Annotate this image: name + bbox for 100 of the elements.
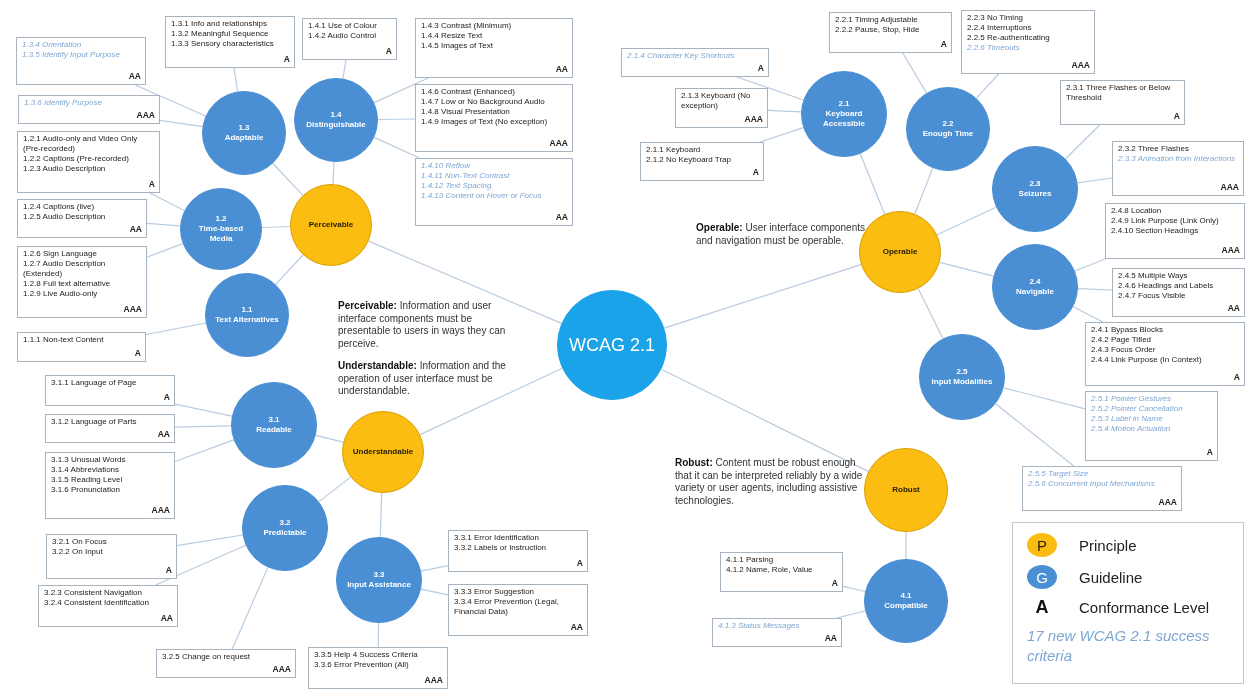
connector-line (902, 52, 928, 94)
conformance-level: AAA (1071, 59, 1090, 71)
guideline-name: Predictable (263, 528, 307, 538)
criterion-text: 2.5.5 Target Size (1028, 469, 1090, 479)
connector-line (342, 59, 347, 80)
criterion-text: 2.3.3 Animation from Interactions (1118, 154, 1237, 164)
criterion-text: 2.2.2 Pause, Stop, Hide (835, 25, 921, 35)
legend-swatch: G (1027, 565, 1057, 589)
conformance-level: A (283, 53, 290, 65)
criterion-text: 3.3.1 Error Identification (454, 533, 540, 543)
criterion-text: 4.1.1 Parsing (726, 555, 775, 565)
connector-line (1077, 288, 1113, 291)
connector-line (1074, 258, 1106, 272)
conformance-level: AA (128, 70, 141, 82)
guideline-number: 1.3 (238, 123, 250, 133)
connector-line (914, 167, 934, 215)
connector-line (663, 264, 862, 329)
guideline-name: Input Assistance (347, 580, 411, 590)
criterion-text: 2.5.2 Pointer Cancellation (1091, 404, 1184, 414)
criterion-text: 1.2.8 Full text alternative (23, 279, 112, 289)
criteria-card (38, 585, 178, 627)
connector-line (318, 476, 352, 503)
guideline-number: 3.1 (268, 415, 280, 425)
guideline-number: 2.5 (956, 367, 968, 377)
criteria-card (1105, 203, 1245, 259)
criterion-text: 1.4.3 Contrast (Minimum) (421, 21, 513, 31)
criterion-text: 3.3.4 Error Prevention (Legal, Financial Data) (454, 597, 560, 617)
guideline-name: Enough Time (922, 129, 974, 139)
conformance-level: AAA (272, 663, 291, 675)
criteria-card (621, 48, 769, 77)
connector-line (272, 162, 304, 196)
criterion-text: 1.4.8 Visual Presentation (421, 107, 511, 117)
connector-line (134, 84, 207, 117)
principle-description: Understandable: Information and the operation of user interface must be understandable. (338, 360, 507, 398)
criterion-text: 3.3.3 Error Suggestion (454, 587, 536, 597)
criteria-card (1022, 466, 1182, 511)
connector-line (1065, 124, 1101, 160)
criterion-text: 1.4.10 Reflow (421, 161, 472, 171)
conformance-level: A (757, 62, 764, 74)
criterion-text: 3.2.4 Consistent Identification (44, 598, 150, 608)
conformance-level: A (1173, 110, 1180, 122)
criterion-text: 2.1.2 No Keyboard Trap (646, 155, 732, 165)
criterion-text: 1.4.12 Text Spacing (421, 181, 493, 191)
conformance-level: AA (555, 211, 568, 223)
criterion-text: 3.1.3 Unusual Words (51, 455, 127, 465)
criterion-text: 3.2.1 On Focus (52, 537, 108, 547)
principle-label: Robust (892, 485, 920, 495)
connector-line (174, 425, 232, 428)
connector-line (159, 119, 204, 128)
criterion-text: 1.2.5 Audio Description (23, 212, 107, 222)
conformance-level: AAA (1221, 244, 1240, 256)
criterion-text: 1.2.9 Live Audio-only (23, 289, 99, 299)
criteria-card (17, 332, 146, 362)
criterion-text: 4.1.3 Status Messages (718, 621, 801, 631)
criterion-text: 1.2.7 Audio Description (Extended) (23, 259, 107, 279)
criterion-text: 3.2.2 On Input (52, 547, 104, 557)
conformance-level: A (940, 38, 947, 50)
criteria-card (17, 199, 147, 238)
legend-text: Conformance Level (1079, 599, 1210, 616)
criteria-card (156, 649, 296, 678)
criterion-text: 1.2.1 Audio-only and Video Only (Pre-recorded) (23, 134, 139, 154)
criterion-text: 3.1.2 Language of Parts (51, 417, 138, 427)
connector-line (1072, 306, 1104, 323)
criteria-card (45, 414, 175, 443)
principle-label: Operable (882, 247, 918, 257)
conformance-level: A (165, 564, 172, 576)
criteria-card (415, 158, 573, 226)
guideline-number: 2.2 (942, 119, 954, 129)
criteria-card (165, 16, 295, 68)
criterion-text: 1.4.5 Images of Text (421, 41, 494, 51)
principle-description: Perceivable: Information and user interface components must be presentable to users in ways they can perceive. (338, 300, 507, 350)
conformance-level: A (1233, 371, 1240, 383)
criteria-card (17, 131, 160, 193)
criterion-text: 1.4.2 Audio Control (308, 31, 378, 41)
connector-line (660, 368, 869, 472)
connector-line (936, 206, 997, 236)
criterion-text: 2.5.6 Concurrent Input Mechanisms (1028, 479, 1156, 489)
guideline-name: Seizures (1018, 189, 1052, 199)
criterion-text: 3.1.4 Abbreviations (51, 465, 121, 475)
conformance-level: A (163, 391, 170, 403)
conformance-level: AAA (424, 674, 443, 686)
criterion-text: 1.2.3 Audio Description (23, 164, 107, 174)
connector-line (174, 439, 235, 463)
criterion-text: 2.4.6 Headings and Labels (1118, 281, 1215, 291)
criterion-text: 2.4.4 Link Purpose (In Context) (1091, 355, 1203, 365)
connector-line (231, 566, 269, 650)
criterion-text: 1.4.7 Low or No Background Audio (421, 97, 546, 107)
criterion-text: 1.4.6 Contrast (Enhanced) (421, 87, 516, 97)
connector-line (842, 585, 866, 593)
criterion-text: 2.4.7 Focus Visible (1118, 291, 1187, 301)
criterion-text: 1.3.4 Orientation (22, 40, 83, 50)
connector-line (373, 136, 420, 159)
criterion-text: 3.2.3 Consistent Navigation (44, 588, 143, 598)
criterion-text: 1.3.3 Sensory characteristics (171, 39, 275, 49)
criterion-text: 1.3.1 Info and relationships (171, 19, 269, 29)
connector-line (905, 531, 907, 560)
connector-line (917, 288, 944, 340)
connector-line (332, 161, 335, 185)
connector-line (146, 222, 181, 227)
conformance-level: AA (157, 428, 170, 440)
